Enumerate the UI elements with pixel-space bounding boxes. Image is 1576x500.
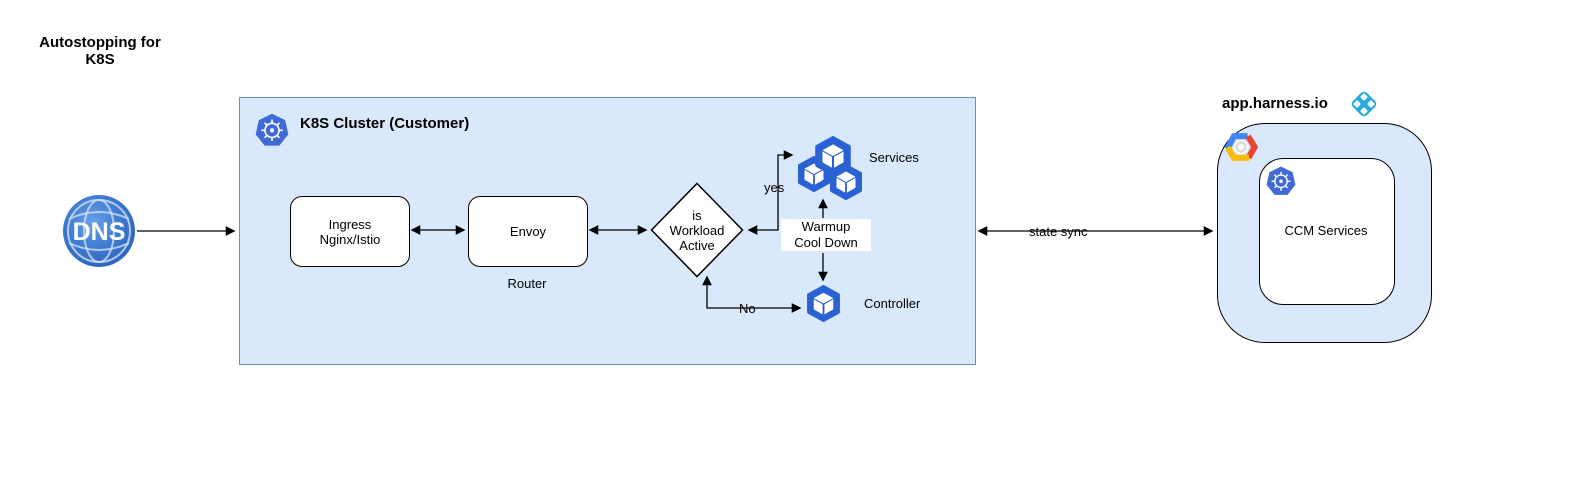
dns-label: DNS	[73, 218, 126, 246]
services-label: Services	[869, 150, 919, 165]
decision-label: is Workload Active	[669, 207, 725, 253]
cube-icon	[830, 164, 862, 200]
kubernetes-icon-small	[1266, 166, 1296, 196]
envoy-node: Envoy	[468, 196, 588, 267]
google-cloud-icon	[1224, 131, 1258, 163]
warmup-cooldown-label: Warmup Cool Down	[781, 219, 871, 251]
harness-logo-icon	[1346, 86, 1382, 122]
ingress-node: Ingress Nginx/Istio	[290, 196, 410, 267]
cube-icon	[815, 136, 851, 176]
page-title: Autostopping for K8S	[39, 34, 161, 68]
yes-edge-label: yes	[764, 180, 785, 195]
state-sync-label: state sync	[1026, 224, 1091, 239]
decision-diamond: is Workload Active	[650, 182, 744, 278]
controller-icon	[805, 285, 842, 322]
dns-globe-icon: DNS	[61, 193, 137, 269]
no-edge-label: No	[737, 301, 758, 316]
cluster-title: K8S Cluster (Customer)	[300, 115, 470, 132]
ccm-services-label: CCM Services	[1284, 223, 1368, 238]
cube-icon	[807, 285, 840, 322]
kubernetes-icon	[255, 113, 289, 147]
envoy-caption: Router	[507, 276, 547, 291]
controller-label: Controller	[864, 296, 921, 311]
harness-domain-label: app.harness.io	[1222, 95, 1328, 112]
services-pods-icon	[796, 136, 866, 202]
